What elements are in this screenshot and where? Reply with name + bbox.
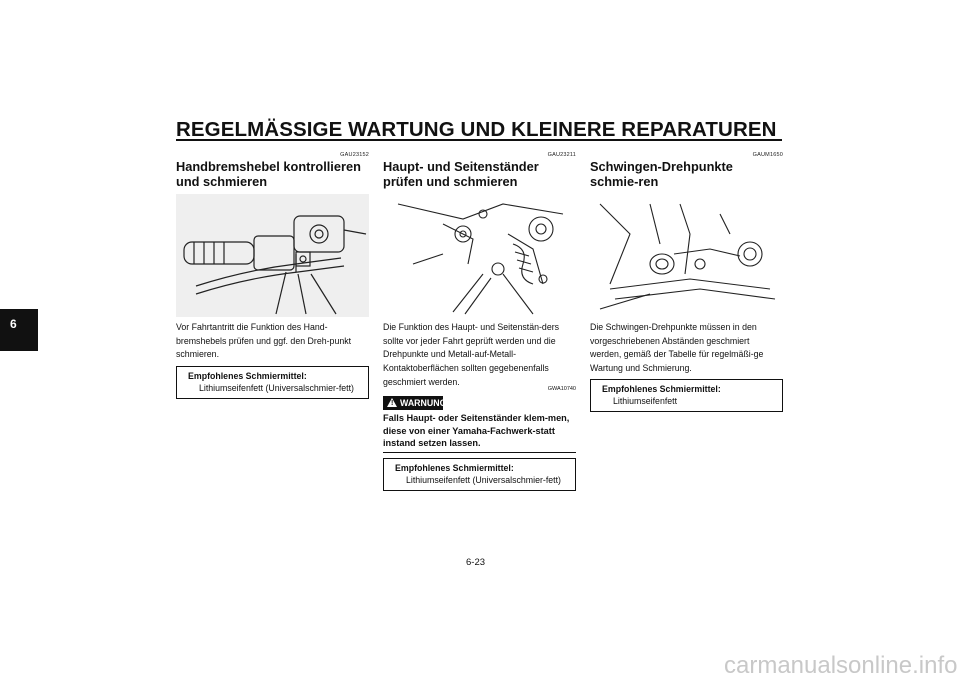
brake-lever-illustration xyxy=(176,194,369,317)
section-code: GAU23152 xyxy=(340,152,369,158)
section-heading: Haupt- und Seitenständer prüfen und schm… xyxy=(383,159,539,189)
section-stands: GAU23211 Haupt- und Seitenständer prüfen… xyxy=(383,152,576,491)
section-code: GAUM1650 xyxy=(752,152,783,158)
lubricant-value: Lithiumseifenfett xyxy=(613,396,678,406)
section-body: Die Schwingen-Drehpunkte müssen in den v… xyxy=(590,322,764,374)
section-code: GAU23211 xyxy=(547,152,576,158)
section-body: Vor Fahrtantritt die Funktion des Hand-b… xyxy=(176,322,352,360)
chapter-tab: 6 xyxy=(0,309,38,351)
warning-code: GWA10740 xyxy=(547,386,576,392)
warning-icon xyxy=(387,398,397,407)
warning-label: WARNUNG xyxy=(400,398,447,408)
section-body: Die Funktion des Haupt- und Seitenstän-d… xyxy=(383,322,560,387)
warning-rule xyxy=(383,452,576,453)
lubricant-heading: Empfohlenes Schmiermittel: xyxy=(188,371,307,381)
title-rule xyxy=(176,139,782,141)
lubricant-box: Empfohlenes Schmiermittel: Lithiumseifen… xyxy=(383,458,576,491)
watermark: carmanualsonline.info xyxy=(724,652,958,679)
warning-text: Falls Haupt- oder Seitenständer klem-men… xyxy=(383,413,570,448)
section-heading: Handbremshebel kontrollieren und schmier… xyxy=(176,159,361,189)
warning-badge: ! WARNUNG xyxy=(383,396,447,410)
swingarm-illustration xyxy=(590,194,783,317)
lubricant-heading: Empfohlenes Schmiermittel: xyxy=(602,384,721,394)
section-hand-brake-lever: GAU23152 Handbremshebel kontrollieren un… xyxy=(176,152,369,399)
lubricant-box: Empfohlenes Schmiermittel: Lithiumseifen… xyxy=(590,379,783,412)
section-heading: Schwingen-Drehpunkte schmie-ren xyxy=(590,159,733,189)
lubricant-box: Empfohlenes Schmiermittel: Lithiumseifen… xyxy=(176,366,369,399)
section-swingarm-pivots: GAUM1650 Schwingen-Drehpunkte schmie-ren… xyxy=(590,152,783,412)
lubricant-heading: Empfohlenes Schmiermittel: xyxy=(395,463,514,473)
page-title: REGELMÄSSIGE WARTUNG UND KLEINERE REPARA… xyxy=(176,118,777,141)
lubricant-value: Lithiumseifenfett (Universalschmier-fett… xyxy=(199,383,354,393)
lubricant-value: Lithiumseifenfett (Universalschmier-fett… xyxy=(406,475,561,485)
stand-illustration xyxy=(383,194,576,317)
page-number: 6-23 xyxy=(466,557,486,568)
